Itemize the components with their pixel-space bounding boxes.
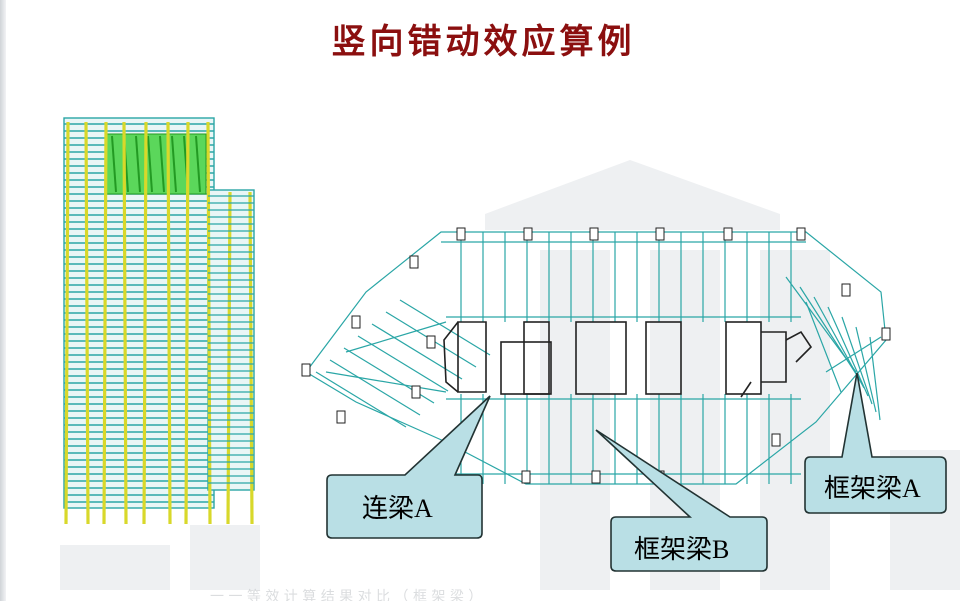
callout-frame-beam-a bbox=[804, 372, 947, 514]
label-frame-beam-a: 框架梁A bbox=[824, 474, 921, 503]
label-coupling-beam-a: 连梁A bbox=[362, 494, 433, 523]
footer-caption: 一 一 等 效 计 算 结 果 对 比 （ 框 架 梁 ） bbox=[210, 589, 483, 601]
label-frame-beam-b: 框架梁B bbox=[634, 535, 730, 564]
slide-edge bbox=[0, 0, 6, 601]
core-walls bbox=[443, 321, 813, 398]
floor-plan-drawing bbox=[301, 227, 891, 485]
callout-frame-beam-b bbox=[595, 429, 768, 572]
callout-coupling-beam-a bbox=[326, 395, 491, 539]
slide-title: 竖向错动效应算例 bbox=[331, 22, 636, 62]
building-3d-model bbox=[63, 117, 255, 525]
